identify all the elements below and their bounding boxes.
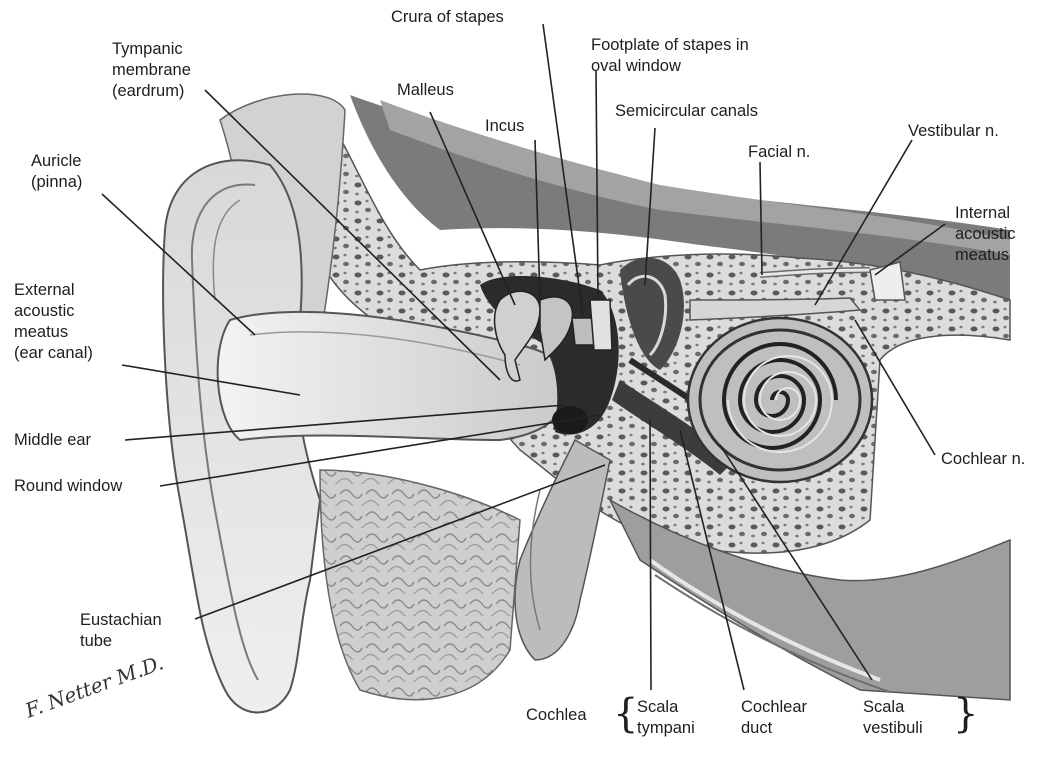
label-footplate-line2: oval window <box>591 56 681 77</box>
label-external-meatus-line4: (ear canal) <box>14 343 93 364</box>
label-scala-tympani-line1: Scala <box>637 697 678 718</box>
label-internal-meatus-line2: acoustic <box>955 224 1016 245</box>
label-tympanic-line2: membrane <box>112 60 191 81</box>
label-cochlear-nerve: Cochlear n. <box>941 449 1025 470</box>
label-internal-meatus-line1: Internal <box>955 203 1010 224</box>
label-tympanic-line1: Tympanic <box>112 39 183 60</box>
label-auricle-line1: Auricle <box>31 151 81 172</box>
label-malleus: Malleus <box>397 80 454 101</box>
label-eustachian-line1: Eustachian <box>80 610 162 631</box>
label-round-window: Round window <box>14 476 122 497</box>
label-auricle-line2: (pinna) <box>31 172 82 193</box>
label-external-meatus-line2: acoustic <box>14 301 75 322</box>
label-eustachian-line2: tube <box>80 631 112 652</box>
label-scala-vestibuli-line1: Scala <box>863 697 904 718</box>
label-external-meatus-line1: External <box>14 280 75 301</box>
label-crura-of-stapes: Crura of stapes <box>391 7 504 28</box>
brace-close-icon: } <box>953 690 978 738</box>
label-facial-nerve: Facial n. <box>748 142 810 163</box>
label-semicircular-canals: Semicircular canals <box>615 101 758 122</box>
label-external-meatus-line3: meatus <box>14 322 68 343</box>
label-cochlea: Cochlea <box>526 705 587 726</box>
label-footplate-line1: Footplate of stapes in <box>591 35 749 56</box>
label-cochlear-duct-line2: duct <box>741 718 772 739</box>
label-cochlear-duct-line1: Cochlear <box>741 697 807 718</box>
label-tympanic-line3: (eardrum) <box>112 81 184 102</box>
label-incus: Incus <box>485 116 524 137</box>
label-scala-tympani-line2: tympani <box>637 718 695 739</box>
brace-open-icon: { <box>613 690 638 738</box>
label-internal-meatus-line3: meatus <box>955 245 1009 266</box>
label-middle-ear: Middle ear <box>14 430 91 451</box>
label-vestibular-nerve: Vestibular n. <box>908 121 999 142</box>
label-scala-vestibuli-line2: vestibuli <box>863 718 923 739</box>
